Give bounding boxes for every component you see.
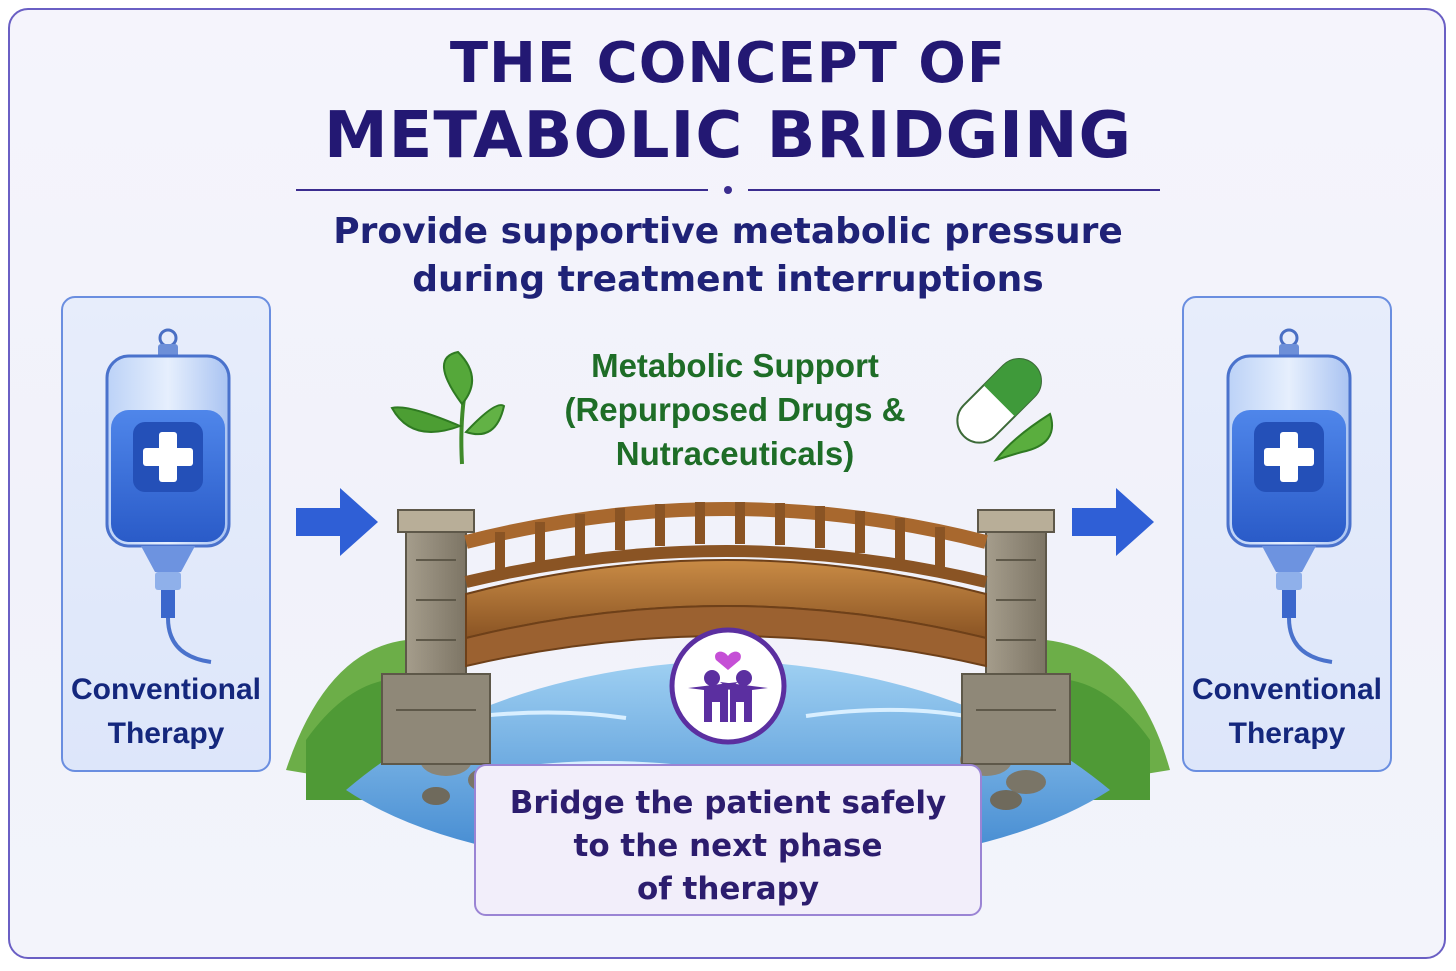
right-label-line-2: Therapy: [1228, 717, 1346, 750]
left-label-line-1: Conventional: [70, 673, 261, 706]
family-heart-icon: [669, 627, 787, 745]
leaf-icon: [390, 350, 506, 465]
support-line-3: Nutraceuticals): [615, 435, 855, 472]
conventional-therapy-card-left: Conventional Therapy: [61, 296, 271, 772]
subtitle-line-2: during treatment interruptions: [412, 259, 1044, 300]
conventional-therapy-label-left: Conventional Therapy: [63, 668, 269, 756]
subtitle: Provide supportive metabolic pressure du…: [0, 208, 1456, 304]
conventional-therapy-label-right: Conventional Therapy: [1184, 668, 1390, 756]
capsule-icon: [956, 358, 1053, 462]
right-label-line-1: Conventional: [1191, 673, 1382, 706]
bridge-patient-text: Bridge the patient safely to the next ph…: [476, 782, 980, 911]
subtitle-line-1: Provide supportive metabolic pressure: [333, 211, 1123, 252]
arrow-right-icon: [296, 488, 378, 556]
metabolic-support-label: Metabolic Support (Repurposed Drugs & Nu…: [500, 344, 970, 476]
iv-bag-icon: [105, 328, 231, 664]
bridge-line-3: of therapy: [636, 871, 820, 907]
bridge-patient-box: Bridge the patient safely to the next ph…: [474, 764, 982, 916]
conventional-therapy-card-right: Conventional Therapy: [1182, 296, 1392, 772]
left-label-line-2: Therapy: [107, 717, 225, 750]
title-line-1: THE CONCEPT OF: [449, 31, 1007, 96]
arrow-right-icon: [1072, 488, 1154, 556]
bridge-line-1: Bridge the patient safely: [509, 785, 947, 821]
iv-bag-icon: [1226, 328, 1352, 664]
bridge-line-2: to the next phase: [573, 828, 883, 864]
title-line-2: METABOLIC BRIDGING: [323, 99, 1133, 173]
support-line-1: Metabolic Support: [591, 347, 879, 384]
support-line-2: (Repurposed Drugs &: [564, 391, 906, 428]
title-divider: [296, 186, 1160, 194]
